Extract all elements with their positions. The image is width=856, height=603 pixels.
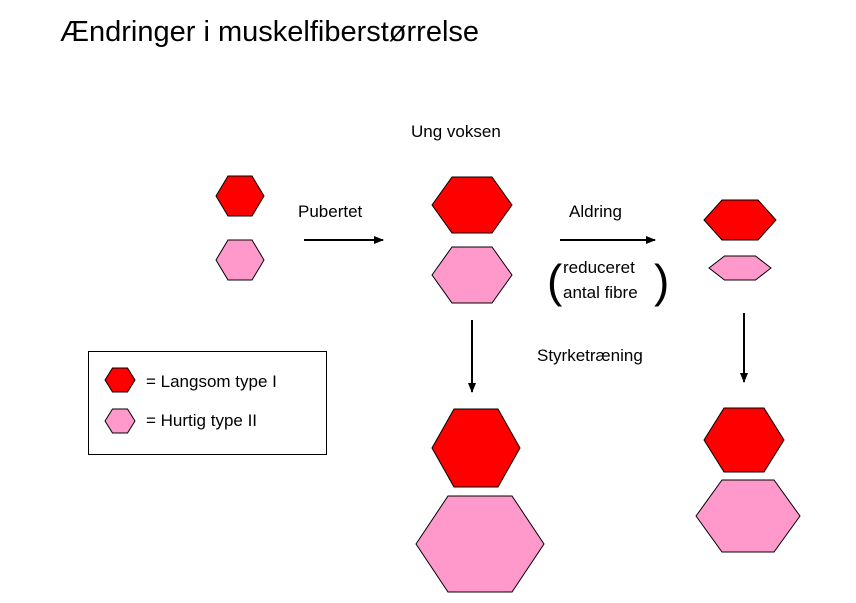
legend-box [88,351,327,455]
label-puberty: Pubertet [298,202,363,221]
label-reduced-line1: reduceret [563,258,635,277]
hexagon-type-i-child [215,175,265,217]
hexagon-type-ii-child [215,239,265,281]
legend-hexagon-type-ii [104,408,136,434]
paren-close: ) [654,255,670,307]
legend-hexagon-type-i [104,367,136,393]
hexagon-type-i-aged [703,199,777,241]
hexagon-type-ii-young-trained [415,495,545,593]
paren-open: ( [547,255,563,307]
hexagon-type-ii-aged [708,255,772,281]
legend-fast-label: = Hurtig type II [146,411,258,430]
hexagon-type-ii-young-adult [431,246,513,304]
label-reduced-line2: antal fibre [563,283,638,302]
label-aging: Aldring [569,202,622,221]
hexagon-type-i-aged-trained [703,407,785,473]
label-young-adult: Ung voksen [411,122,501,141]
page-title: Ændringer i muskelfiberstørrelse [60,16,480,48]
label-strength-training: Styrketræning [537,346,643,365]
hexagon-type-i-young-trained [431,408,521,488]
hexagon-type-ii-aged-trained [695,479,801,553]
legend-slow-label: = Langsom type I [146,372,277,391]
hexagon-type-i-young-adult [431,176,513,234]
